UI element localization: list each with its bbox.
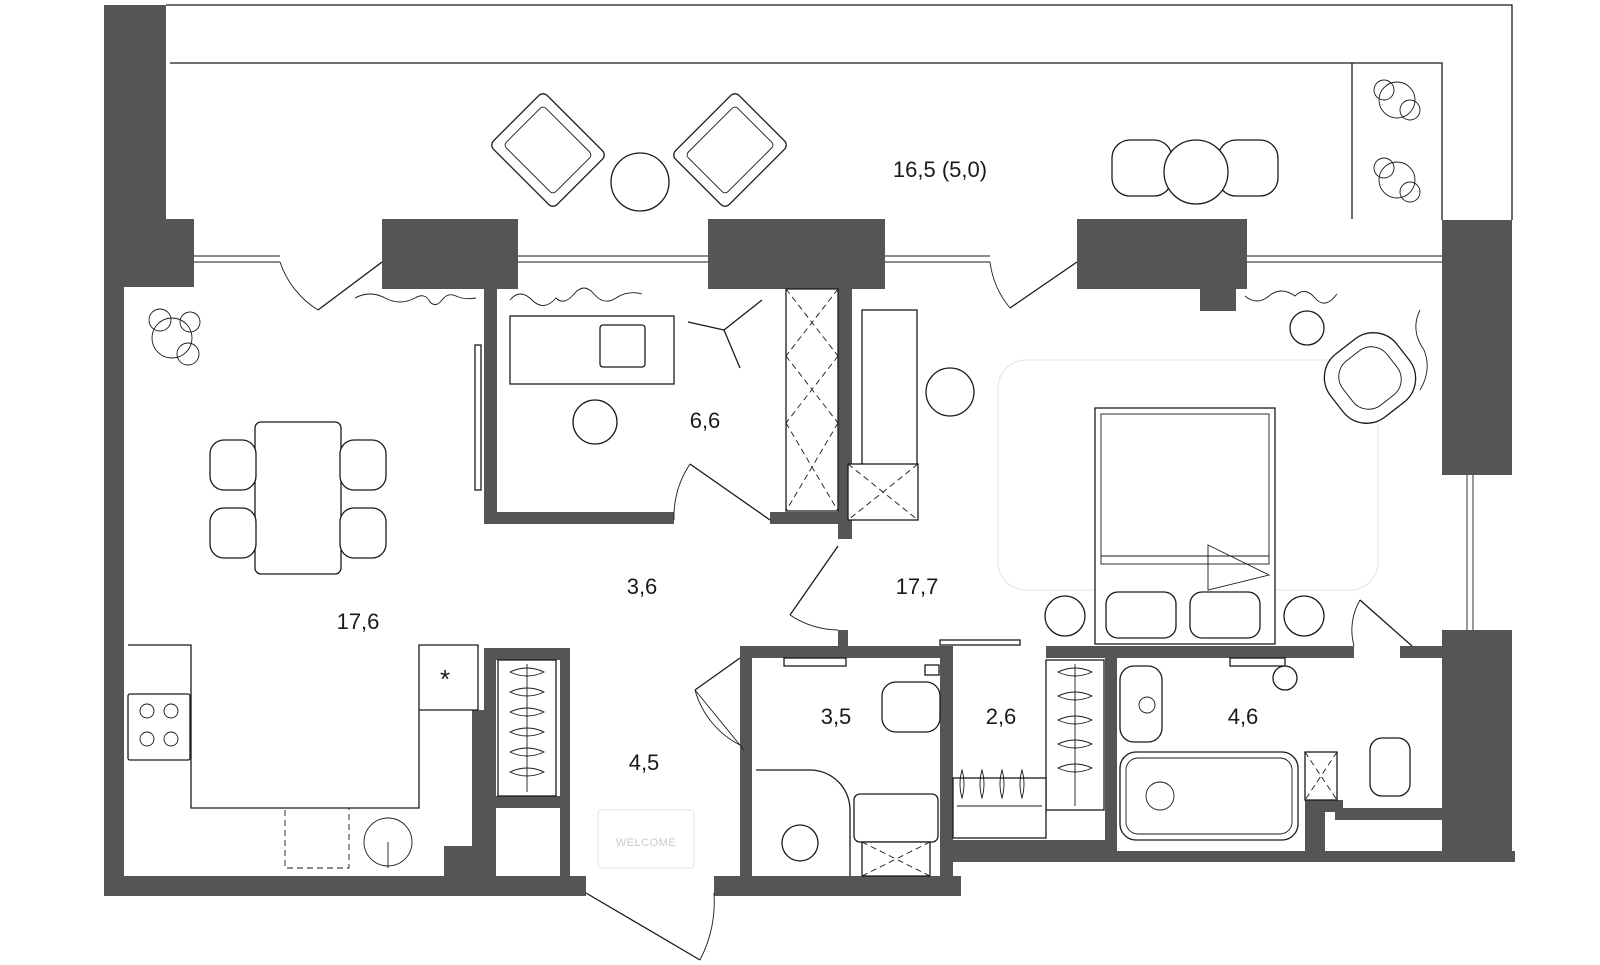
bath-sink bbox=[1119, 665, 1163, 743]
sink bbox=[853, 793, 939, 843]
dining-table bbox=[254, 421, 342, 575]
armchair bbox=[1323, 332, 1417, 424]
area-label-study: 6,6 bbox=[690, 408, 721, 433]
bedroom-furniture bbox=[847, 309, 1417, 645]
bedroom-cabinet bbox=[861, 309, 918, 471]
windows bbox=[194, 255, 1474, 630]
nightstand-left bbox=[1044, 595, 1086, 637]
desk-lamp-icon bbox=[687, 299, 763, 369]
bathroom-large-fixtures bbox=[1119, 657, 1411, 841]
area-label-bathroom-large: 4,6 bbox=[1228, 704, 1259, 729]
bathroom-small-fixtures bbox=[756, 657, 941, 877]
office-chair bbox=[572, 399, 618, 445]
area-label-hallway: 4,5 bbox=[629, 750, 660, 775]
doormat-text: WELCOME bbox=[616, 837, 676, 849]
walls bbox=[104, 5, 1515, 896]
doors bbox=[279, 261, 1413, 961]
kitchen-living-furniture: * bbox=[127, 308, 479, 869]
svg-text:*: * bbox=[440, 664, 450, 694]
area-label-terrace: 16,5 (5,0) bbox=[893, 157, 987, 182]
cooktop bbox=[127, 693, 191, 761]
terrace-round-table bbox=[610, 152, 670, 212]
area-label-corridor: 3,6 bbox=[627, 574, 658, 599]
desk bbox=[509, 315, 675, 385]
terrace-furniture bbox=[491, 79, 1421, 212]
plant-icon bbox=[148, 308, 201, 366]
area-label-bathroom-small: 3,5 bbox=[821, 704, 852, 729]
doormat bbox=[597, 809, 695, 869]
area-label-bedroom: 17,7 bbox=[896, 574, 939, 599]
area-label-wardrobe: 2,6 bbox=[986, 704, 1017, 729]
armchair-right bbox=[673, 93, 787, 207]
wardrobe-room-fixtures bbox=[952, 659, 1105, 839]
nightstand-right bbox=[1283, 595, 1325, 637]
study-furniture bbox=[509, 288, 839, 512]
armchair-left bbox=[491, 93, 605, 207]
toilet-large bbox=[1369, 737, 1411, 797]
area-label-kitchen-living: 17,6 bbox=[337, 609, 380, 634]
curtains bbox=[354, 287, 1428, 391]
terrace-outline bbox=[166, 4, 1513, 220]
hallway-furniture: WELCOME bbox=[497, 659, 695, 869]
toilet bbox=[881, 681, 941, 733]
flower-planter-icon bbox=[1373, 79, 1421, 203]
area-labels: 16,5 (5,0) 17,6 6,6 3,6 4,5 17,7 3,5 2,6… bbox=[337, 157, 1259, 775]
terrace-dining-table bbox=[1163, 139, 1229, 205]
laptop-icon bbox=[599, 324, 646, 368]
shower-drain bbox=[781, 824, 819, 862]
bathtub bbox=[1119, 751, 1299, 841]
